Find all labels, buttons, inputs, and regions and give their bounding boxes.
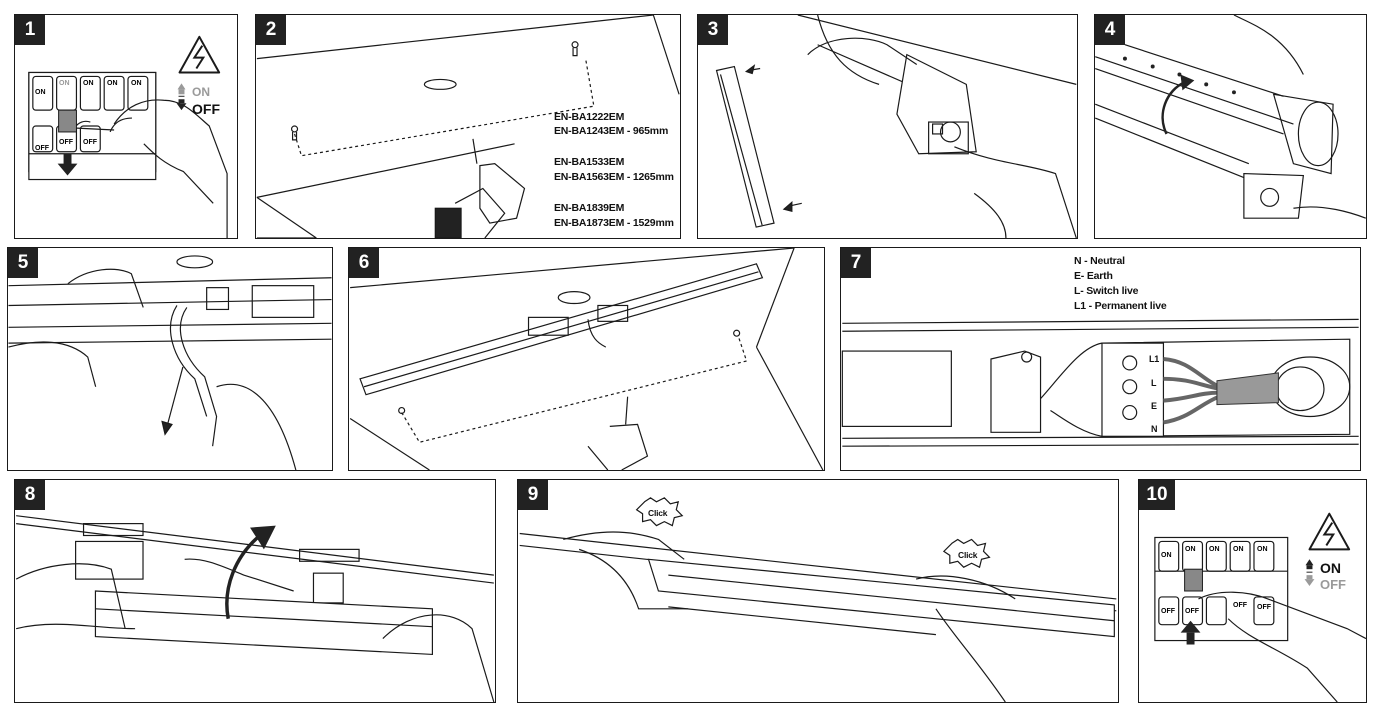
terminal-label: L — [1151, 378, 1157, 388]
step-number: 1 — [15, 15, 45, 45]
curved-arrow-icon — [1161, 74, 1195, 135]
step-1-panel: 1 — [14, 14, 238, 239]
click-fit-illustration — [519, 497, 1117, 702]
switch-label: OFF — [35, 145, 49, 152]
switch-label: ON — [107, 80, 118, 87]
model-line: EN-BA1563EM - 1265mm — [554, 171, 674, 183]
curved-arrow-icon — [225, 525, 276, 620]
mount-base-illustration — [349, 248, 824, 470]
model-line: EN-BA1222EM — [554, 111, 625, 123]
step-8-panel: 8 — [14, 479, 496, 703]
remove-end-cap-illustration — [715, 15, 1077, 238]
click-burst-icon — [635, 497, 991, 569]
terminal-label: E — [1151, 401, 1157, 411]
arrow-down-icon — [57, 153, 78, 176]
click-label: Click — [958, 550, 978, 560]
wiring-terminal-illustration — [841, 318, 1359, 447]
model-line: EN-BA1243EM - 965mm — [554, 125, 669, 137]
step-number: 5 — [8, 248, 38, 278]
switch-label: ON — [83, 80, 94, 87]
step-number: 9 — [518, 480, 548, 510]
terminal-label: L1 — [1149, 354, 1160, 364]
step-number: 7 — [841, 248, 871, 278]
switch-label: OFF — [1161, 608, 1175, 615]
model-line: EN-BA1873EM - 1529mm — [554, 217, 674, 229]
off-label: OFF — [1320, 577, 1346, 592]
switch-label: ON — [1209, 546, 1220, 553]
step-number: 4 — [1095, 15, 1125, 45]
pull-cable-illustration — [8, 255, 332, 470]
switch-label: ON — [1257, 546, 1268, 553]
switch-label: OFF — [1257, 604, 1271, 611]
step-7-panel: 7 N - Neutral E- Earth L- Switch li — [840, 247, 1361, 471]
model-line: EN-BA1839EM — [554, 202, 625, 214]
step-number: 3 — [698, 15, 728, 45]
switch-label: ON — [59, 80, 70, 87]
step-10-panel: 10 ON OFF — [1138, 479, 1367, 703]
switch-label: ON — [1185, 546, 1196, 553]
legend-line: L1 - Permanent live — [1074, 300, 1167, 312]
click-label: Click — [648, 508, 668, 518]
legend-line: L- Switch live — [1074, 285, 1139, 297]
on-label: ON — [192, 85, 210, 99]
terminal-label: N — [1151, 424, 1158, 434]
cable-wires — [1163, 357, 1279, 425]
switch-label: OFF — [83, 139, 97, 146]
step-number: 6 — [349, 248, 379, 278]
switch-label: ON — [35, 89, 46, 96]
step-2-panel: 2 EN-BA1222EM EN-BA1243EM - 965mm EN-BA1… — [255, 14, 681, 239]
step-number: 8 — [15, 480, 45, 510]
off-label: OFF — [192, 101, 220, 117]
remove-diffuser-illustration — [1095, 15, 1366, 219]
switch-label: ON — [131, 80, 142, 87]
switch-label: OFF — [59, 139, 73, 146]
switch-label: OFF — [1185, 608, 1199, 615]
arrow-up-icon — [1180, 620, 1201, 645]
switch-label: OFF — [1233, 602, 1247, 609]
step-3-panel: 3 — [697, 14, 1078, 239]
warning-electric-icon — [178, 35, 221, 74]
refit-diffuser-illustration — [15, 515, 495, 702]
on-label: ON — [1320, 560, 1341, 576]
breaker-off-illustration — [28, 35, 228, 238]
ceiling-drilling-illustration — [256, 15, 680, 238]
step-number: 2 — [256, 15, 286, 45]
step-9-panel: 9 Click Click — [517, 479, 1119, 703]
step-6-panel: 6 — [348, 247, 825, 471]
step-4-panel: 4 — [1094, 14, 1367, 239]
switch-label: ON — [1233, 546, 1244, 553]
step-number: 10 — [1139, 480, 1175, 510]
warning-electric-icon — [1308, 512, 1351, 551]
legend-line: N - Neutral — [1074, 255, 1125, 267]
breaker-on-illustration — [1154, 512, 1366, 702]
model-line: EN-BA1533EM — [554, 156, 625, 168]
legend-line: E- Earth — [1074, 270, 1113, 282]
step-5-panel: 5 — [7, 247, 333, 471]
switch-label: ON — [1161, 552, 1172, 559]
